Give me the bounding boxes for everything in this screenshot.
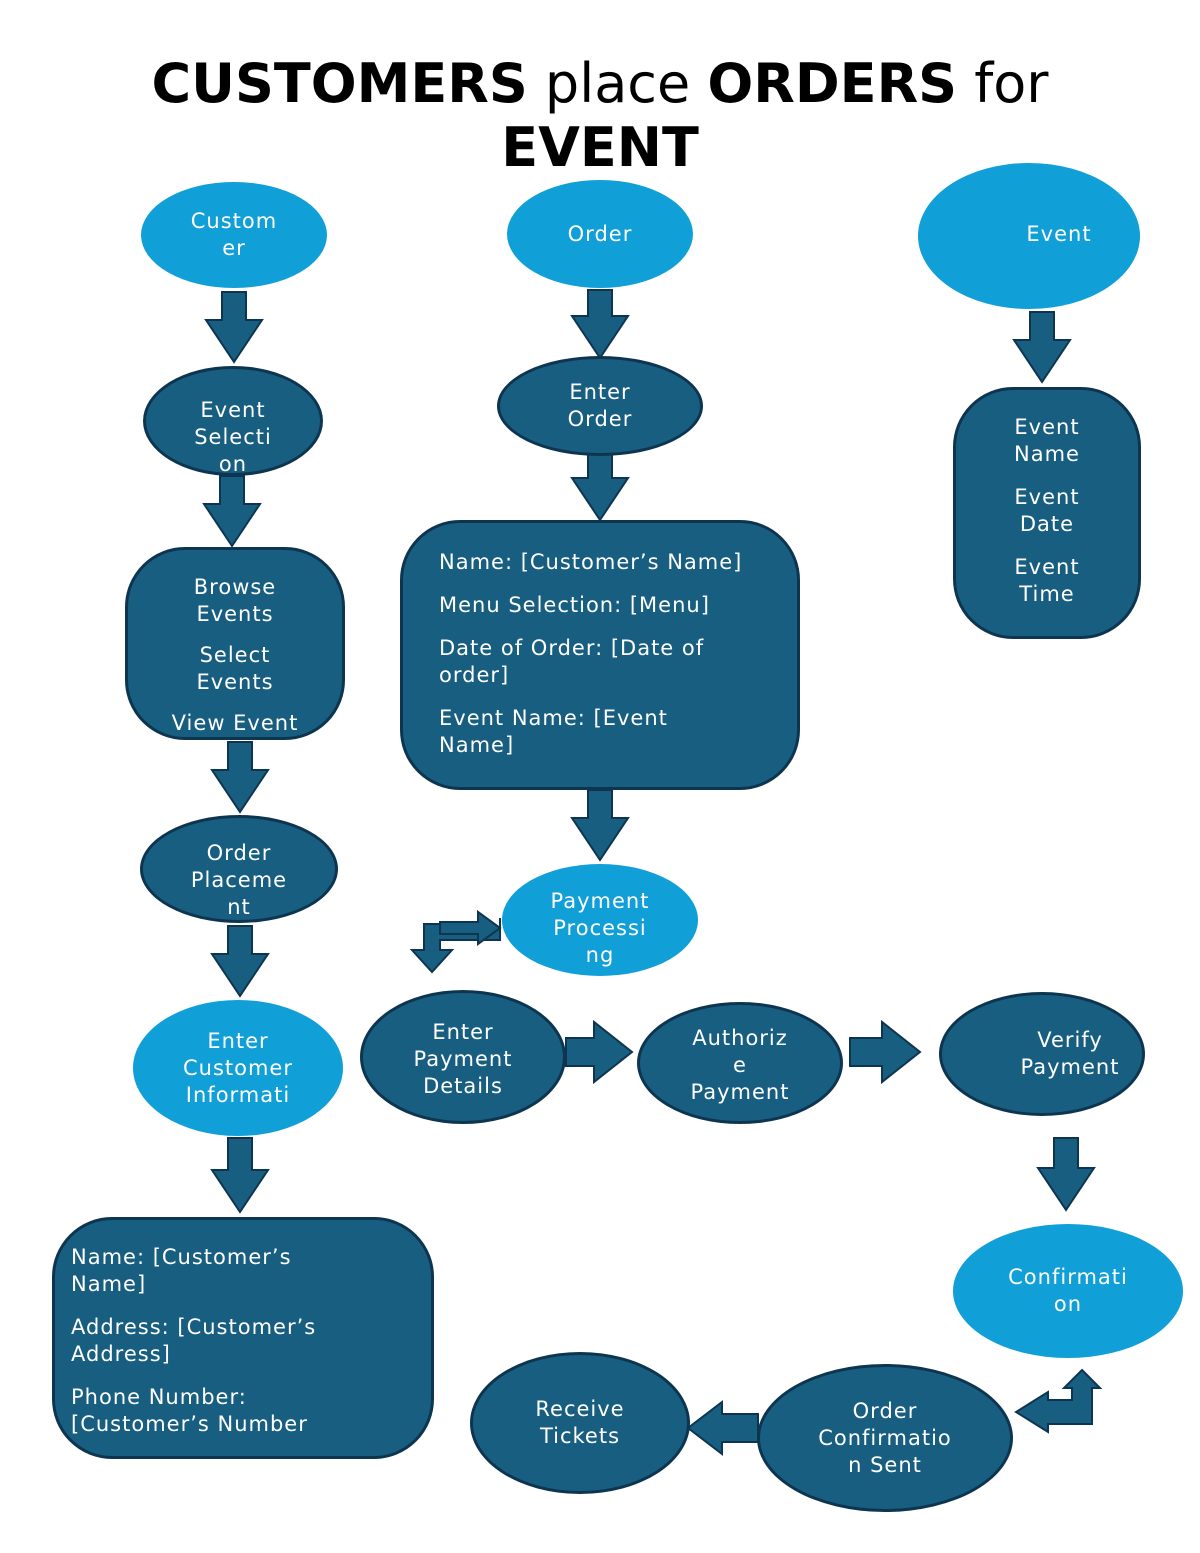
node-text-line: Event xyxy=(1026,222,1092,246)
node-text-line: e xyxy=(733,1053,747,1077)
node-text-line: Name: [Customer’s xyxy=(71,1245,292,1269)
node-text-line: Events xyxy=(196,670,274,694)
node-text-line: Payment xyxy=(1020,1055,1120,1079)
node-text-line: Order xyxy=(567,407,633,431)
arrow-enter-customer-info-to-details xyxy=(210,1137,270,1214)
diagram-title: CUSTOMERS place ORDERS for EVENT xyxy=(0,52,1200,180)
node-event: Event xyxy=(918,163,1140,309)
node-text-line: Verify xyxy=(1037,1028,1103,1052)
arrow-event-selection-to-browse xyxy=(202,475,262,548)
node-text-line: nt xyxy=(227,895,251,919)
node-customer: Custom er xyxy=(141,182,327,288)
node-text-line: Name: [Customer’s Name] xyxy=(439,550,743,574)
node-text-line: Confirmatio xyxy=(818,1425,952,1450)
node-text-line: Processi xyxy=(553,916,647,940)
node-text-line: er xyxy=(222,236,246,260)
node-text-line: Event Name: [Event xyxy=(439,706,668,730)
node-text-line: Enter xyxy=(432,1020,494,1044)
node-text-line: [Customer’s Number xyxy=(71,1412,308,1436)
node-text-line: n Sent xyxy=(848,1452,922,1477)
node-text-line: Order xyxy=(206,841,272,865)
title-word-place: place xyxy=(527,52,708,115)
node-text-line: View Event xyxy=(171,711,299,735)
node-order-details-box: Name: [Customer’s Name] Menu Selection: [… xyxy=(400,520,800,790)
node-order: Order xyxy=(507,180,693,288)
arrow-event-to-details xyxy=(1012,311,1072,384)
node-text-line: Placeme xyxy=(190,868,288,892)
node-text-line: Tickets xyxy=(539,1424,621,1448)
node-text-line: Confirmati xyxy=(1008,1265,1128,1289)
arrow-confirmation-to-order-confirmation-sent xyxy=(1014,1368,1103,1434)
node-text-line: Payment xyxy=(413,1047,513,1071)
arrow-customer-to-event-selection xyxy=(204,291,264,364)
node-text-line: Date xyxy=(1019,512,1075,536)
node-text-line: Name] xyxy=(71,1272,147,1296)
arrow-payment-processing-head xyxy=(439,910,502,946)
node-text-line: on xyxy=(1053,1292,1083,1316)
node-text-line: Event xyxy=(200,398,266,422)
node-text-line: Date of Order: [Date of xyxy=(439,636,705,660)
node-text-line: Payment xyxy=(690,1080,790,1104)
node-text-line: Selecti xyxy=(194,425,272,449)
node-text-line: Event xyxy=(1014,555,1080,579)
node-text-line: Time xyxy=(1019,582,1075,606)
arrow-confirmation-sent-to-receive-tickets xyxy=(686,1399,759,1457)
node-text-line: Event xyxy=(1014,485,1080,509)
node-text-line: order] xyxy=(439,663,510,687)
node-text-line: Custom xyxy=(190,209,278,233)
node-confirmation: Confirmati on xyxy=(953,1224,1183,1358)
node-text-line: Menu Selection: [Menu] xyxy=(439,593,710,617)
title-word-event: EVENT xyxy=(501,116,699,179)
node-text-line: Customer xyxy=(182,1055,293,1080)
arrow-order-placement-to-enter-customer-info xyxy=(210,925,270,998)
node-text-line: Browse xyxy=(193,575,277,599)
arrow-browse-to-order-placement xyxy=(210,741,270,814)
arrow-authorize-to-verify xyxy=(849,1019,922,1085)
arrow-enter-payment-to-authorize xyxy=(565,1019,634,1085)
node-text-line: on xyxy=(218,452,248,476)
node-text-line: Name xyxy=(1014,442,1080,466)
title-word-for: for xyxy=(957,52,1049,115)
node-text-line: Enter xyxy=(569,380,631,404)
node-text-line: Enter xyxy=(207,1028,269,1053)
title-word-customers: CUSTOMERS xyxy=(151,52,528,115)
node-text-line: Events xyxy=(196,602,274,626)
title-word-orders: ORDERS xyxy=(707,52,958,115)
node-text-line: Payment xyxy=(550,889,650,913)
title-line-2: EVENT xyxy=(0,116,1200,180)
node-text-line: Receive xyxy=(535,1397,625,1421)
node-text-line: Details xyxy=(423,1074,503,1098)
node-text-line: Informati xyxy=(185,1082,291,1107)
node-text-line: ng xyxy=(585,943,615,967)
node-text-line: Select xyxy=(199,643,271,667)
node-text-line: Address: [Customer’s xyxy=(71,1315,317,1339)
node-text-line: Order xyxy=(852,1398,918,1423)
arrow-order-details-to-payment xyxy=(570,789,630,862)
arrow-enter-order-to-details xyxy=(570,451,630,522)
node-text-line: Phone Number: xyxy=(71,1385,247,1409)
arrow-verify-to-confirmation xyxy=(1036,1137,1096,1212)
node-text-line: Authoriz xyxy=(692,1026,788,1050)
node-text-line: Event xyxy=(1014,415,1080,439)
node-text-line: Name] xyxy=(439,733,515,757)
title-line-1: CUSTOMERS place ORDERS for xyxy=(0,52,1200,116)
arrow-order-to-enter-order xyxy=(570,289,630,360)
node-text-line: Order xyxy=(567,221,633,246)
node-text-line: Address] xyxy=(71,1342,171,1366)
